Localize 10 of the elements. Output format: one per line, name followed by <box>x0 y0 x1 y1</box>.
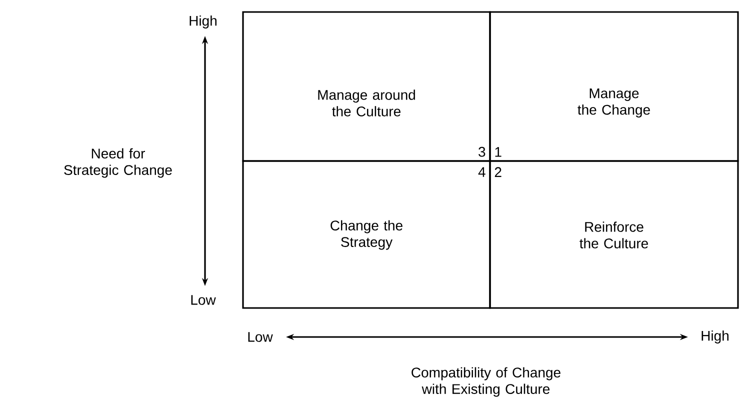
axis-title: Need for Strategic Change <box>64 148 172 178</box>
axis-label: High <box>702 330 728 344</box>
quadrant-cell: Manage around the Culture 3 <box>242 11 491 162</box>
axis-title: Compatibility of Change with Existing Culture <box>412 367 560 397</box>
quadrant-cell: Reinforce the Culture 2 <box>489 160 739 309</box>
axis-label: High <box>190 15 216 29</box>
quadrant-cell: Manage the Change 1 <box>489 11 739 162</box>
quadrant-cell: Change the Strategy 4 <box>242 160 491 309</box>
axis-label: Low <box>248 332 273 342</box>
axis-label: Low <box>191 295 216 305</box>
